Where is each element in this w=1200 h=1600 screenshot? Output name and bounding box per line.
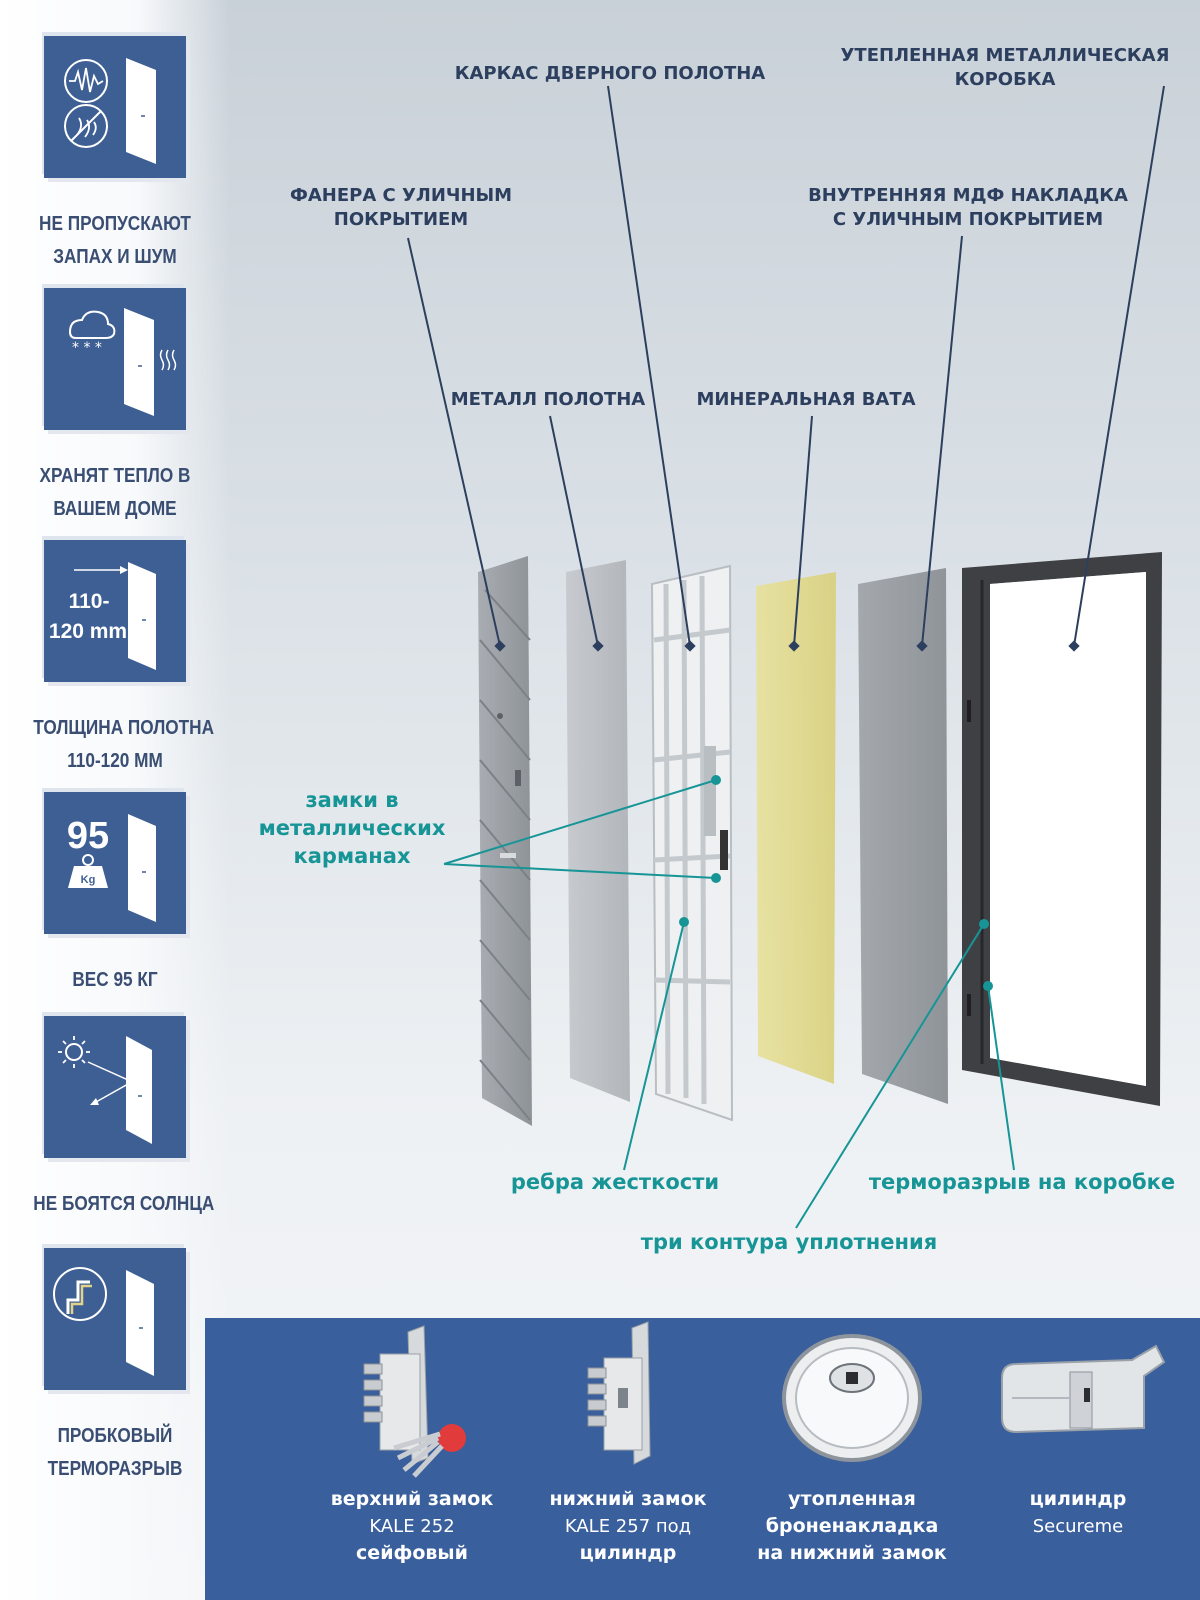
armor-plate-icon <box>782 1334 922 1462</box>
feature-label: НЕ БОЯТСЯ СОЛНЦА <box>33 1193 215 1215</box>
snow-heat-icon: * * * <box>68 308 177 416</box>
feature-label: ВЕС 95 КГ <box>72 969 158 991</box>
cylinder-icon <box>1001 1344 1166 1434</box>
product-upper-lock: верхний замок KALE 252 сейфовый <box>312 1318 512 1567</box>
feature-card <box>44 36 186 178</box>
product-armor-plate: утопленная броненакладка на нижний замок <box>752 1318 952 1567</box>
product-lower-lock: нижний замок KALE 257 под цилиндр <box>528 1318 728 1567</box>
callout-seals: три контура уплотнения <box>640 1230 938 1254</box>
cork-thermal-break-icon <box>53 1267 154 1376</box>
plywood-panel <box>478 556 532 1126</box>
inner-mdf-panel <box>858 568 948 1104</box>
svg-text:* * *: * * * <box>72 340 102 356</box>
product-cylinder: цилиндр Secureme <box>978 1318 1178 1540</box>
callout-box-thermal-break: терморазрыв на коробке <box>868 1170 1176 1194</box>
label-frame: КАРКАС ДВЕРНОГО ПОЛОТНА <box>454 63 766 84</box>
door-layers-diagram <box>407 85 1165 1229</box>
feature-weight: 95 Kg ВЕС 95 КГ <box>20 792 210 997</box>
label-mineral-wool: МИНЕРАЛЬНАЯ ВАТА <box>696 389 916 410</box>
feature-card <box>44 1016 186 1158</box>
metal-sheet-panel <box>566 560 630 1102</box>
feature-sun: НЕ БОЯТСЯ СОЛНЦА <box>20 1016 215 1221</box>
product-caption: утопленная броненакладка на нижний замок <box>757 1488 947 1564</box>
feature-card: * * * <box>44 288 186 430</box>
teal-callout-lines <box>443 779 1015 1229</box>
sun-icon <box>58 1036 152 1144</box>
feature-card: 110- 120 mm <box>44 540 186 682</box>
mortise-lock-keys-icon <box>363 1325 466 1478</box>
product-caption: нижний замок KALE 257 под цилиндр <box>549 1488 707 1564</box>
odor-noise-icon <box>64 58 156 164</box>
callout-ribs: ребра жесткости <box>510 1170 720 1194</box>
band-edge <box>205 1318 260 1600</box>
leader-dots <box>494 640 1080 652</box>
weight-icon: 95 Kg <box>67 814 156 922</box>
thickness-value-line2: 120 mm <box>49 620 127 643</box>
insulated-metal-box <box>962 552 1162 1106</box>
weight-value: 95 <box>67 815 109 857</box>
mortise-lock-icon <box>587 1321 651 1465</box>
thickness-value-line1: 110- <box>69 590 110 613</box>
mineral-wool-panel <box>756 572 836 1084</box>
door-frame-skeleton <box>650 564 734 1122</box>
label-metal-sheet: МЕТАЛЛ ПОЛОТНА <box>450 389 646 410</box>
weight-unit: Kg <box>81 874 96 886</box>
leader-lines <box>407 85 1165 647</box>
product-caption: цилиндр Secureme <box>1029 1488 1127 1537</box>
product-caption: верхний замок KALE 252 сейфовый <box>330 1488 494 1564</box>
feature-card <box>44 1248 186 1390</box>
feature-card: 95 Kg <box>44 792 186 934</box>
thickness-icon: 110- 120 mm <box>49 562 156 670</box>
teal-callout-dots <box>679 775 993 991</box>
